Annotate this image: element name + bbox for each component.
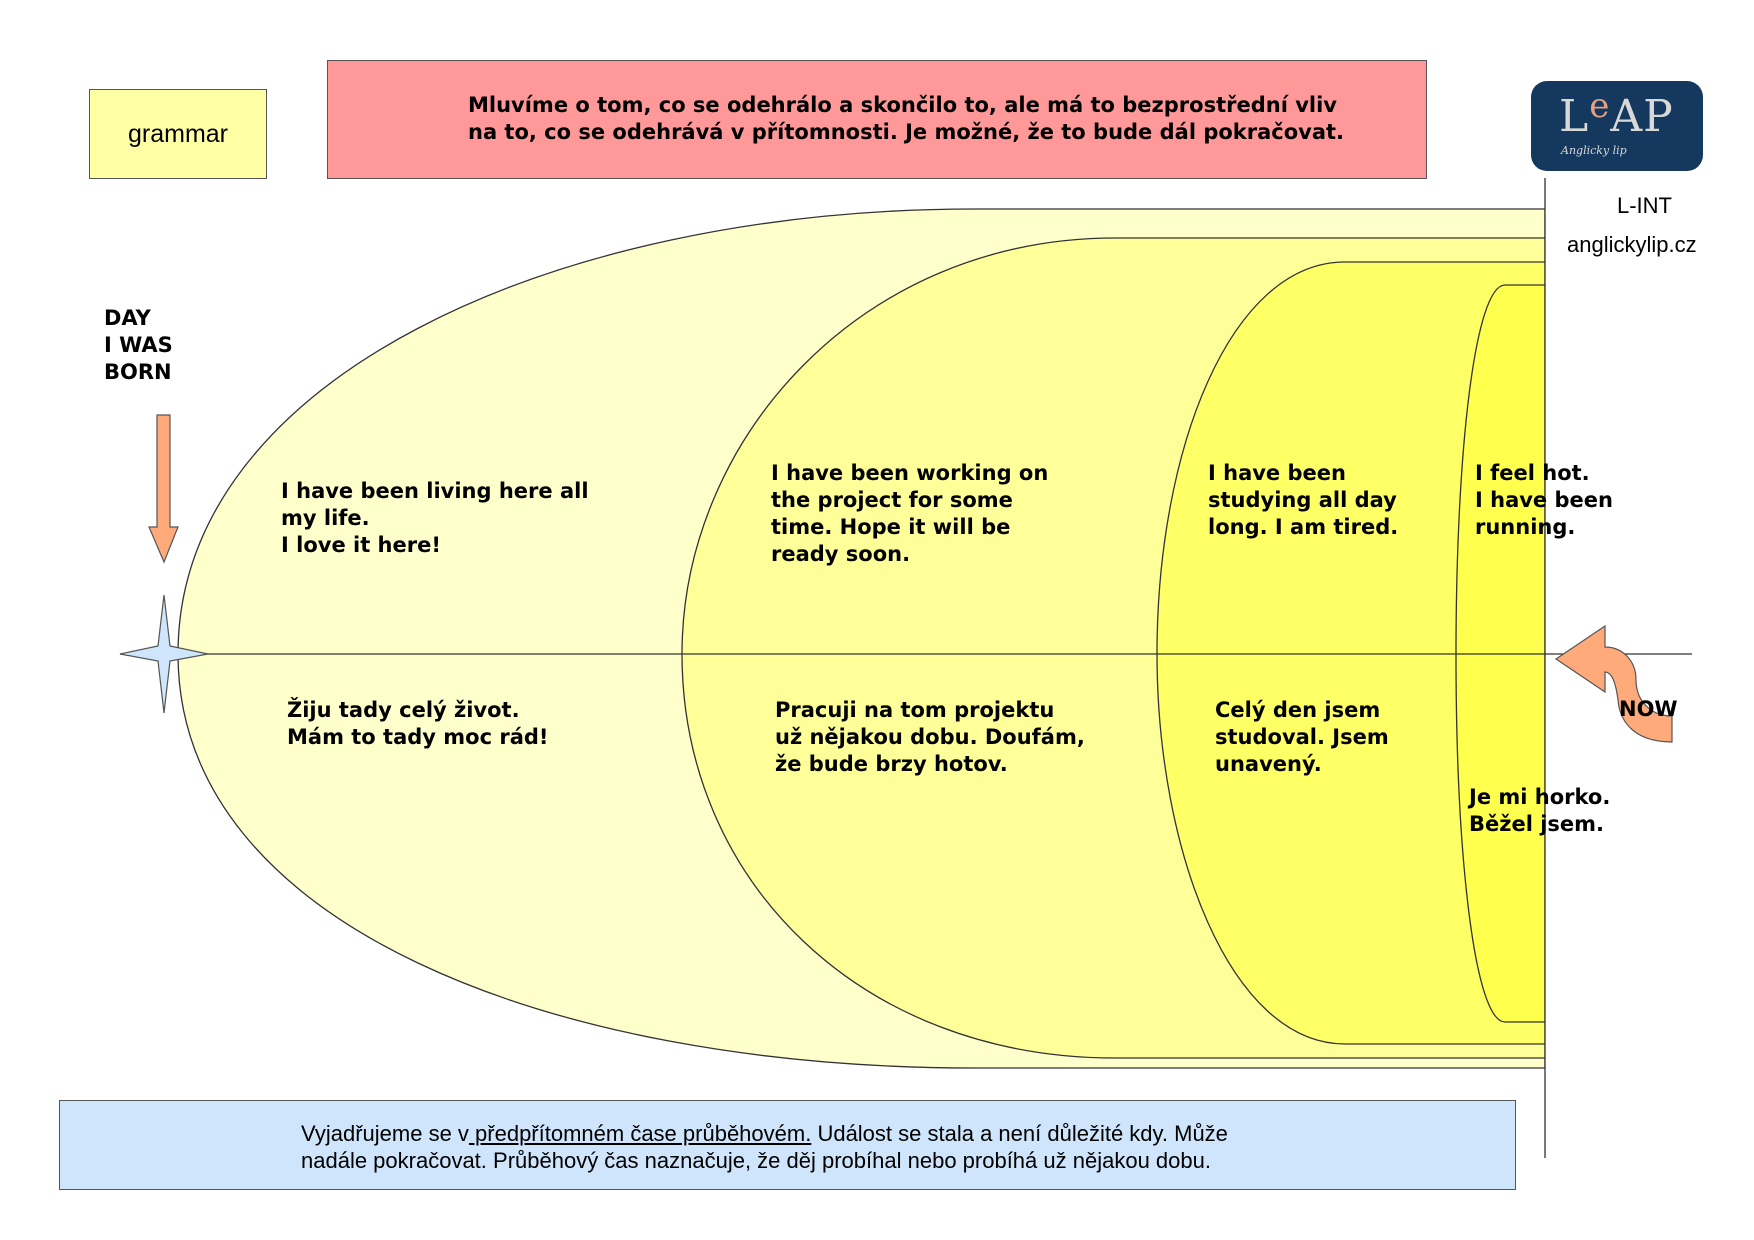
logo-tagline: Anglicky lip [1561, 144, 1627, 157]
example-english: I have been studying all day long. I am … [1208, 461, 1399, 539]
grammar-tag: grammar [89, 89, 267, 179]
example-czech: Celý den jsem studoval. Jsem unavený. [1215, 698, 1389, 776]
description-box: Mluvíme o tom, co se odehrálo a skončilo… [327, 60, 1427, 179]
born-label: DAY I WAS BORN [104, 306, 173, 384]
star-icon [119, 594, 209, 714]
description-line: na to, co se odehrává v přítomnosti. Je … [468, 120, 1345, 144]
tense-name: předpřítomném čase průběhovém. [468, 1121, 812, 1146]
example-english: I have been working on the project for s… [771, 461, 1049, 566]
now-arrow-icon [1554, 624, 1673, 743]
website-label: anglickylip.cz [1567, 232, 1697, 257]
example-czech: Pracuji na tom projektu už nějakou dobu.… [775, 698, 1085, 776]
level-label: L-INT [1617, 193, 1672, 218]
explanation-line: nadále pokračovat. Průběhový čas naznaču… [301, 1148, 1211, 1173]
logo-text: LeAP [1559, 86, 1674, 142]
now-label: NOW [1619, 697, 1678, 721]
explanation-box: Vyjadřujeme se v předpřítomném čase průb… [59, 1100, 1516, 1190]
explanation-line: Vyjadřujeme se v předpřítomném čase průb… [301, 1121, 1228, 1146]
leap-logo: LeAP Anglicky lip [1531, 81, 1703, 171]
example-czech: Je mi horko. Běžel jsem. [1469, 785, 1611, 836]
example-czech: Žiju tady celý život. Mám to tady moc rá… [287, 698, 549, 749]
example-english: I have been living here all my life. I l… [281, 479, 589, 557]
example-english: I feel hot. I have been running. [1475, 461, 1613, 539]
born-arrow-icon [148, 414, 179, 564]
description-line: Mluvíme o tom, co se odehrálo a skončilo… [468, 93, 1337, 117]
